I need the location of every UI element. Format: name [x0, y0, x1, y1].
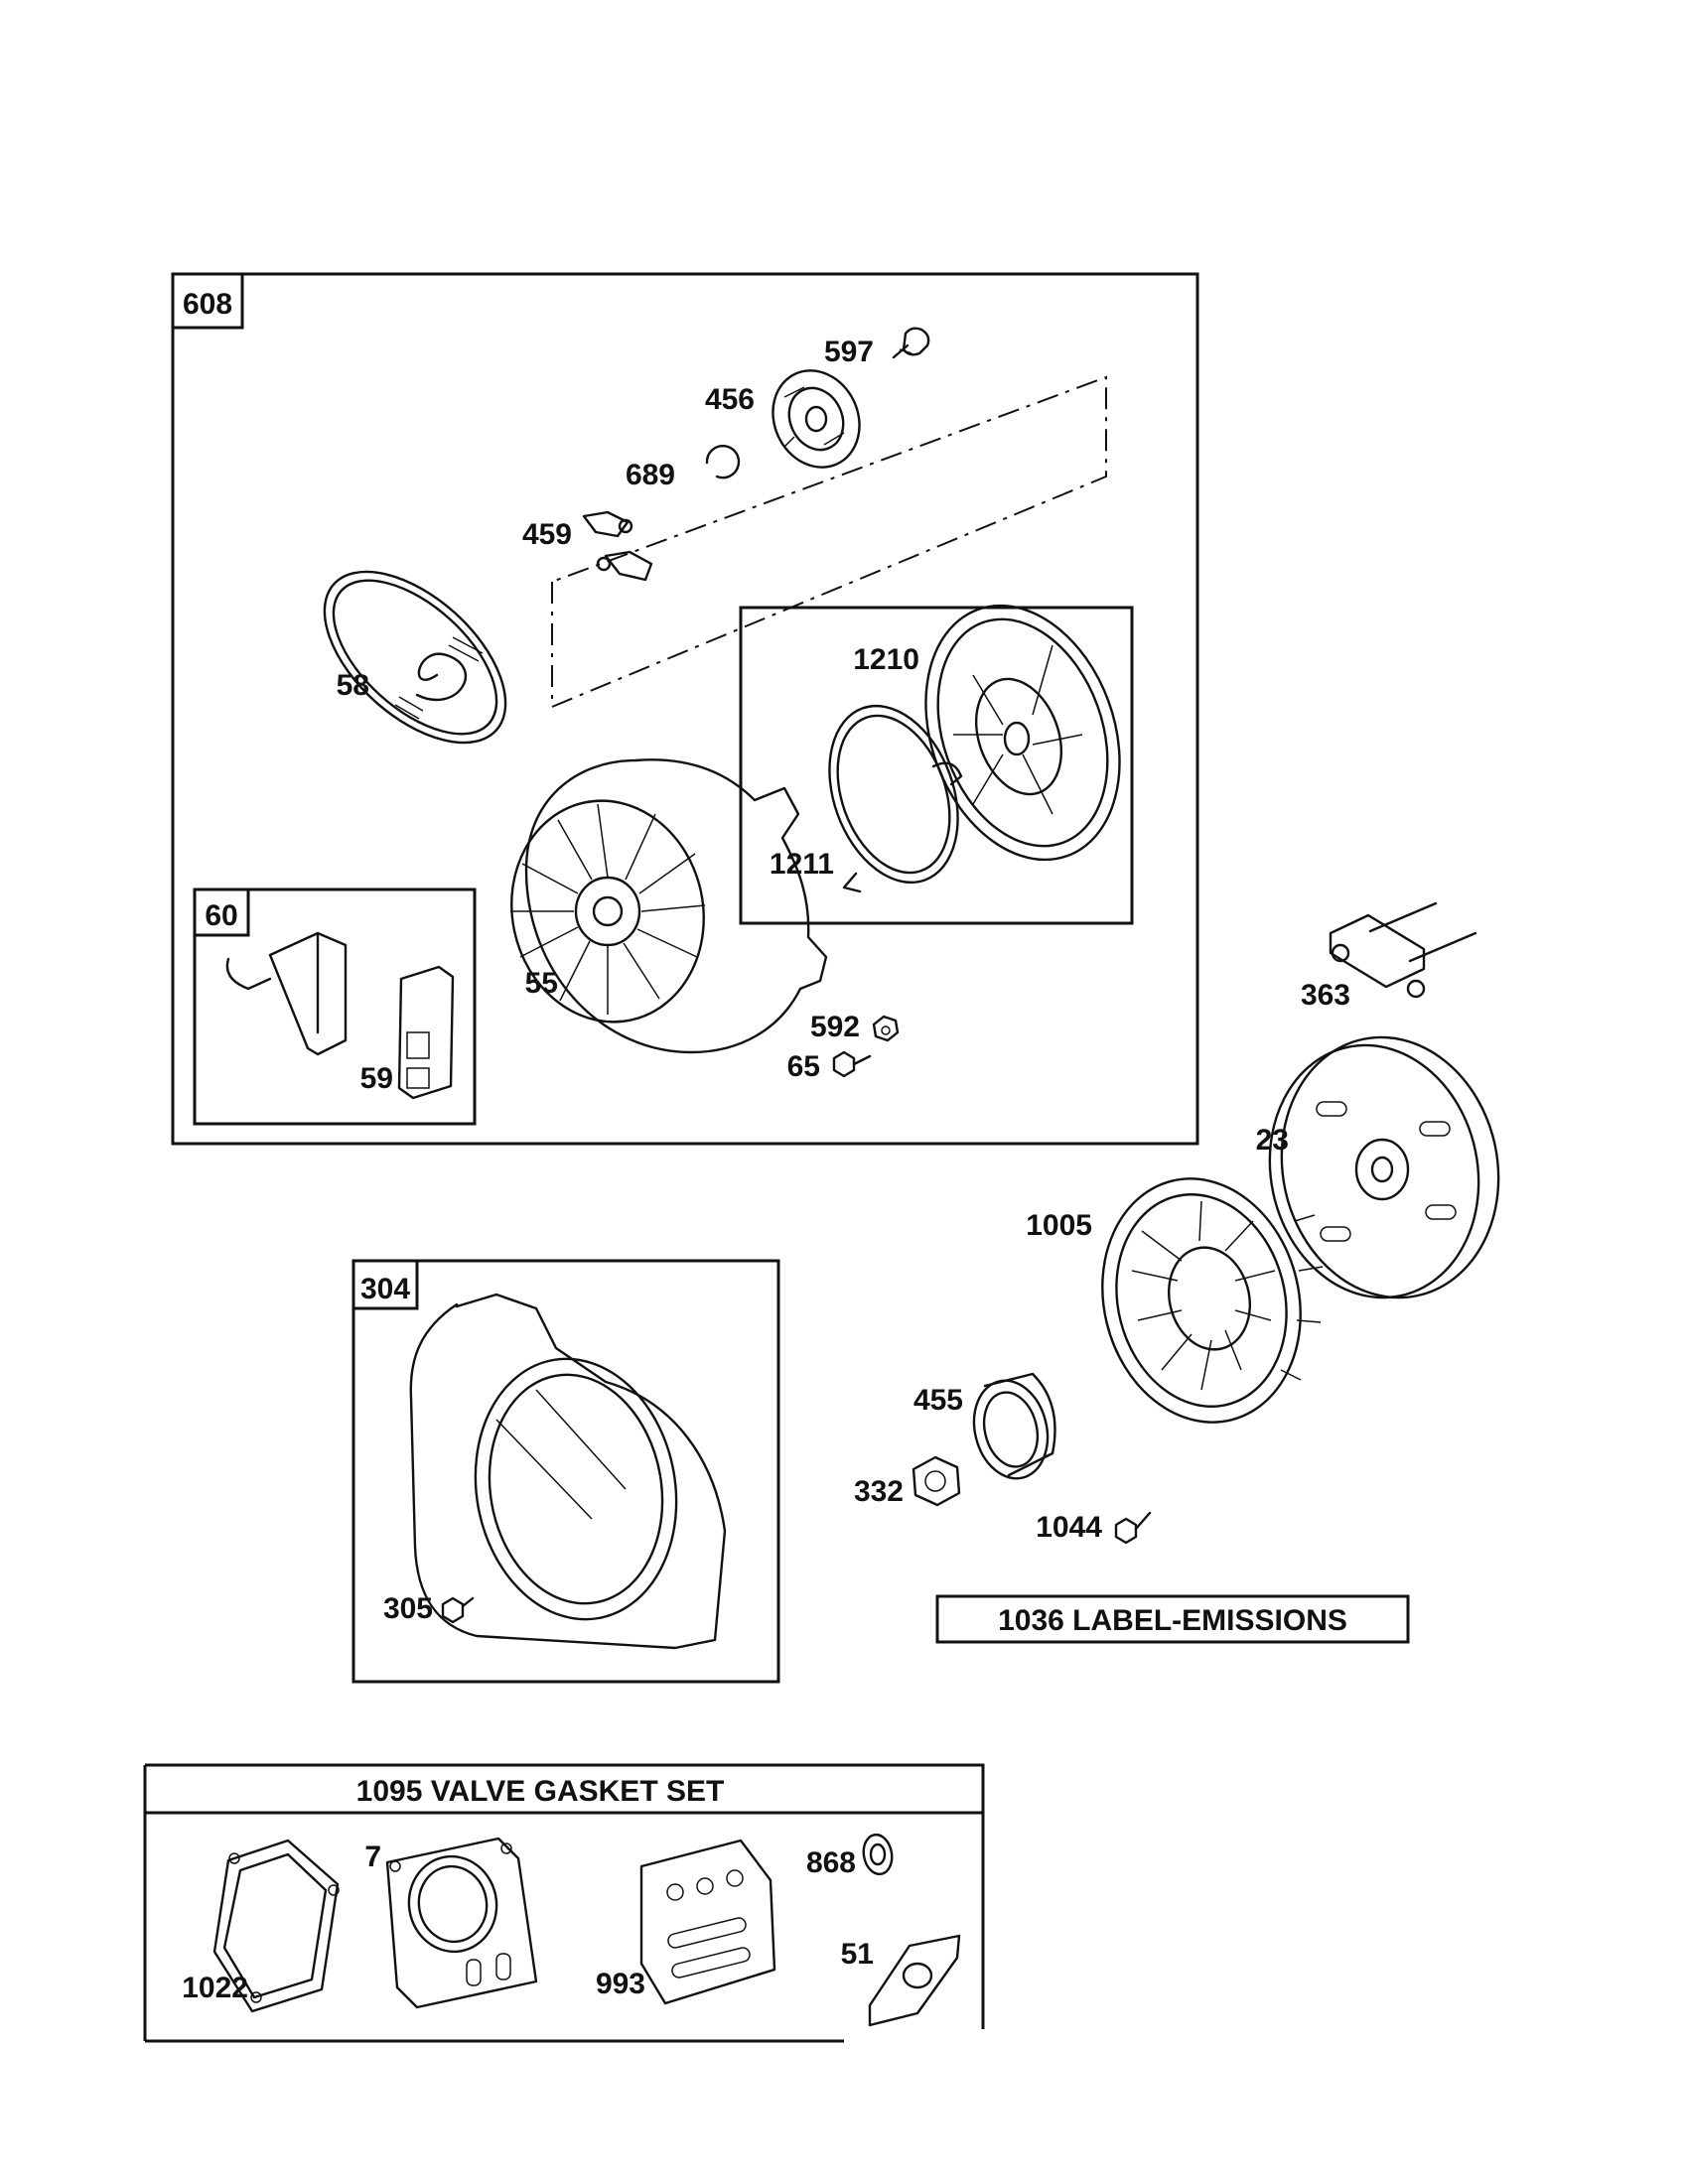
part-1022-label: 1022: [182, 1972, 248, 2004]
part-363-label: 363: [1301, 979, 1350, 1012]
valve-gasket-set-caption: 1095 VALVE GASKET SET: [356, 1775, 725, 1808]
grip-insert-59-icon: [397, 965, 455, 1100]
frame-60-label: 60: [205, 899, 237, 932]
emissions-label-caption: 1036 LABEL-EMISSIONS: [998, 1604, 1347, 1637]
seal-868-icon: [862, 1833, 894, 1876]
rope-58-icon: [323, 570, 507, 745]
part-51-label: 51: [841, 1938, 874, 1971]
spring-1211-icon: [828, 704, 963, 893]
part-58-label: 58: [337, 669, 369, 702]
part-1005-label: 1005: [1026, 1209, 1092, 1242]
part-1210-label: 1210: [853, 643, 919, 676]
starter-cup-455-icon: [972, 1372, 1056, 1480]
part-597-label: 597: [824, 336, 874, 368]
part-7-label: 7: [364, 1841, 381, 1873]
starter-housing-55-icon: [510, 758, 828, 1054]
screw-305-icon: [441, 1596, 475, 1624]
part-868-label: 868: [806, 1846, 856, 1879]
valve-gasket-set-frame: 1095 VALVE GASKET SET: [143, 1763, 985, 2043]
nut-592-icon: [872, 1015, 900, 1042]
blower-housing-frame: 304: [351, 1259, 780, 1684]
assembly-guide-line: [551, 375, 1107, 709]
retainer-456-icon: [772, 369, 861, 469]
part-59-label: 59: [360, 1062, 393, 1095]
part-332-label: 332: [854, 1475, 904, 1508]
gasket-51-icon: [868, 1934, 961, 2027]
part-1211-label: 1211: [770, 848, 834, 881]
part-305-label: 305: [383, 1592, 433, 1625]
part-455-label: 455: [913, 1384, 963, 1417]
handle-60-icon: [225, 931, 348, 1056]
pulley-1210-icon: [924, 604, 1121, 862]
part-23-label: 23: [1256, 1124, 1289, 1157]
gasket-993-icon: [639, 1839, 776, 2005]
part-689-label: 689: [626, 459, 675, 491]
part-459-label: 459: [522, 518, 572, 551]
handle-assembly-frame: 60: [193, 887, 477, 1126]
pawl-459-icon: [582, 510, 653, 582]
part-1044-label: 1044: [1036, 1511, 1102, 1544]
frame-608-label: 608: [183, 288, 232, 321]
head-gasket-7-icon: [385, 1837, 538, 2009]
screw-65-icon: [832, 1050, 872, 1078]
gasket-1022-icon: [212, 1839, 340, 2013]
part-55-label: 55: [525, 967, 558, 1000]
screw-597-icon: [892, 327, 930, 359]
starter-assembly-frame: 608: [171, 272, 1199, 1146]
pulley-subassembly-frame: [739, 606, 1134, 925]
ring-689-icon: [705, 444, 741, 479]
part-65-label: 65: [787, 1050, 820, 1083]
nut-332-icon: [912, 1455, 961, 1507]
screw-1044-icon: [1114, 1511, 1152, 1545]
part-592-label: 592: [810, 1011, 860, 1043]
fan-1005-icon: [1101, 1177, 1324, 1424]
part-993-label: 993: [596, 1968, 645, 2000]
blower-housing-icon: [409, 1293, 727, 1650]
bracket-363-icon: [1329, 901, 1477, 999]
emissions-label-box: 1036 LABEL-EMISSIONS: [935, 1594, 1410, 1644]
flywheel-23-icon: [1268, 1035, 1500, 1299]
frame-304-label: 304: [360, 1273, 410, 1305]
part-456-label: 456: [705, 383, 755, 416]
